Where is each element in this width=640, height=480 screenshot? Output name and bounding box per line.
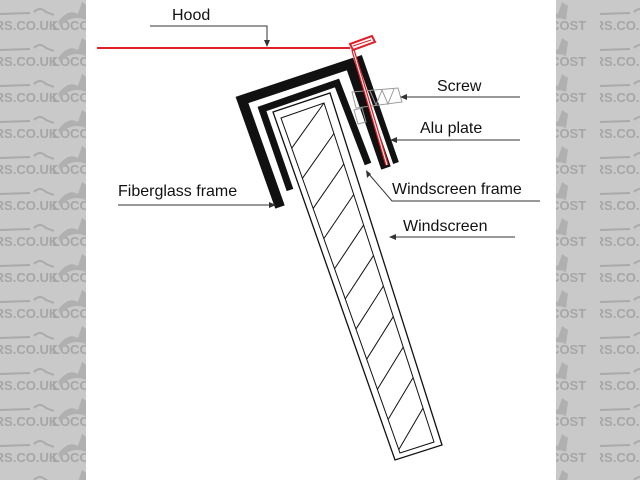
label-windscreen-frame: Windscreen frame (392, 181, 522, 198)
arrowheads (264, 40, 407, 240)
label-screw: Screw (437, 78, 482, 95)
hatch-line (312, 163, 345, 209)
hatch-line (302, 133, 335, 179)
watermark-right (556, 0, 640, 480)
hatch-line (376, 346, 404, 390)
screw-icon (351, 87, 403, 125)
fiberglass-frame (235, 57, 391, 209)
label-fiberglass-frame: Fiberglass frame (118, 183, 237, 200)
alu-plate (356, 55, 399, 164)
hood (97, 34, 389, 166)
watermark-left (0, 0, 86, 480)
label-alu-plate: Alu plate (420, 120, 482, 137)
windscreen-frame (257, 78, 372, 192)
hatch-line (334, 224, 365, 270)
label-hood: Hood (172, 7, 210, 24)
label-windscreen: Windscreen (403, 218, 487, 235)
hatch-line (366, 316, 394, 360)
hatch-line (323, 194, 355, 239)
hatch-line (387, 377, 414, 420)
hatch-line (355, 285, 384, 330)
windscreen-glass (272, 92, 443, 461)
leader-lines (118, 25, 540, 238)
hatch-line (398, 407, 424, 450)
hatch-line (344, 255, 374, 300)
hatch-line (291, 102, 325, 149)
